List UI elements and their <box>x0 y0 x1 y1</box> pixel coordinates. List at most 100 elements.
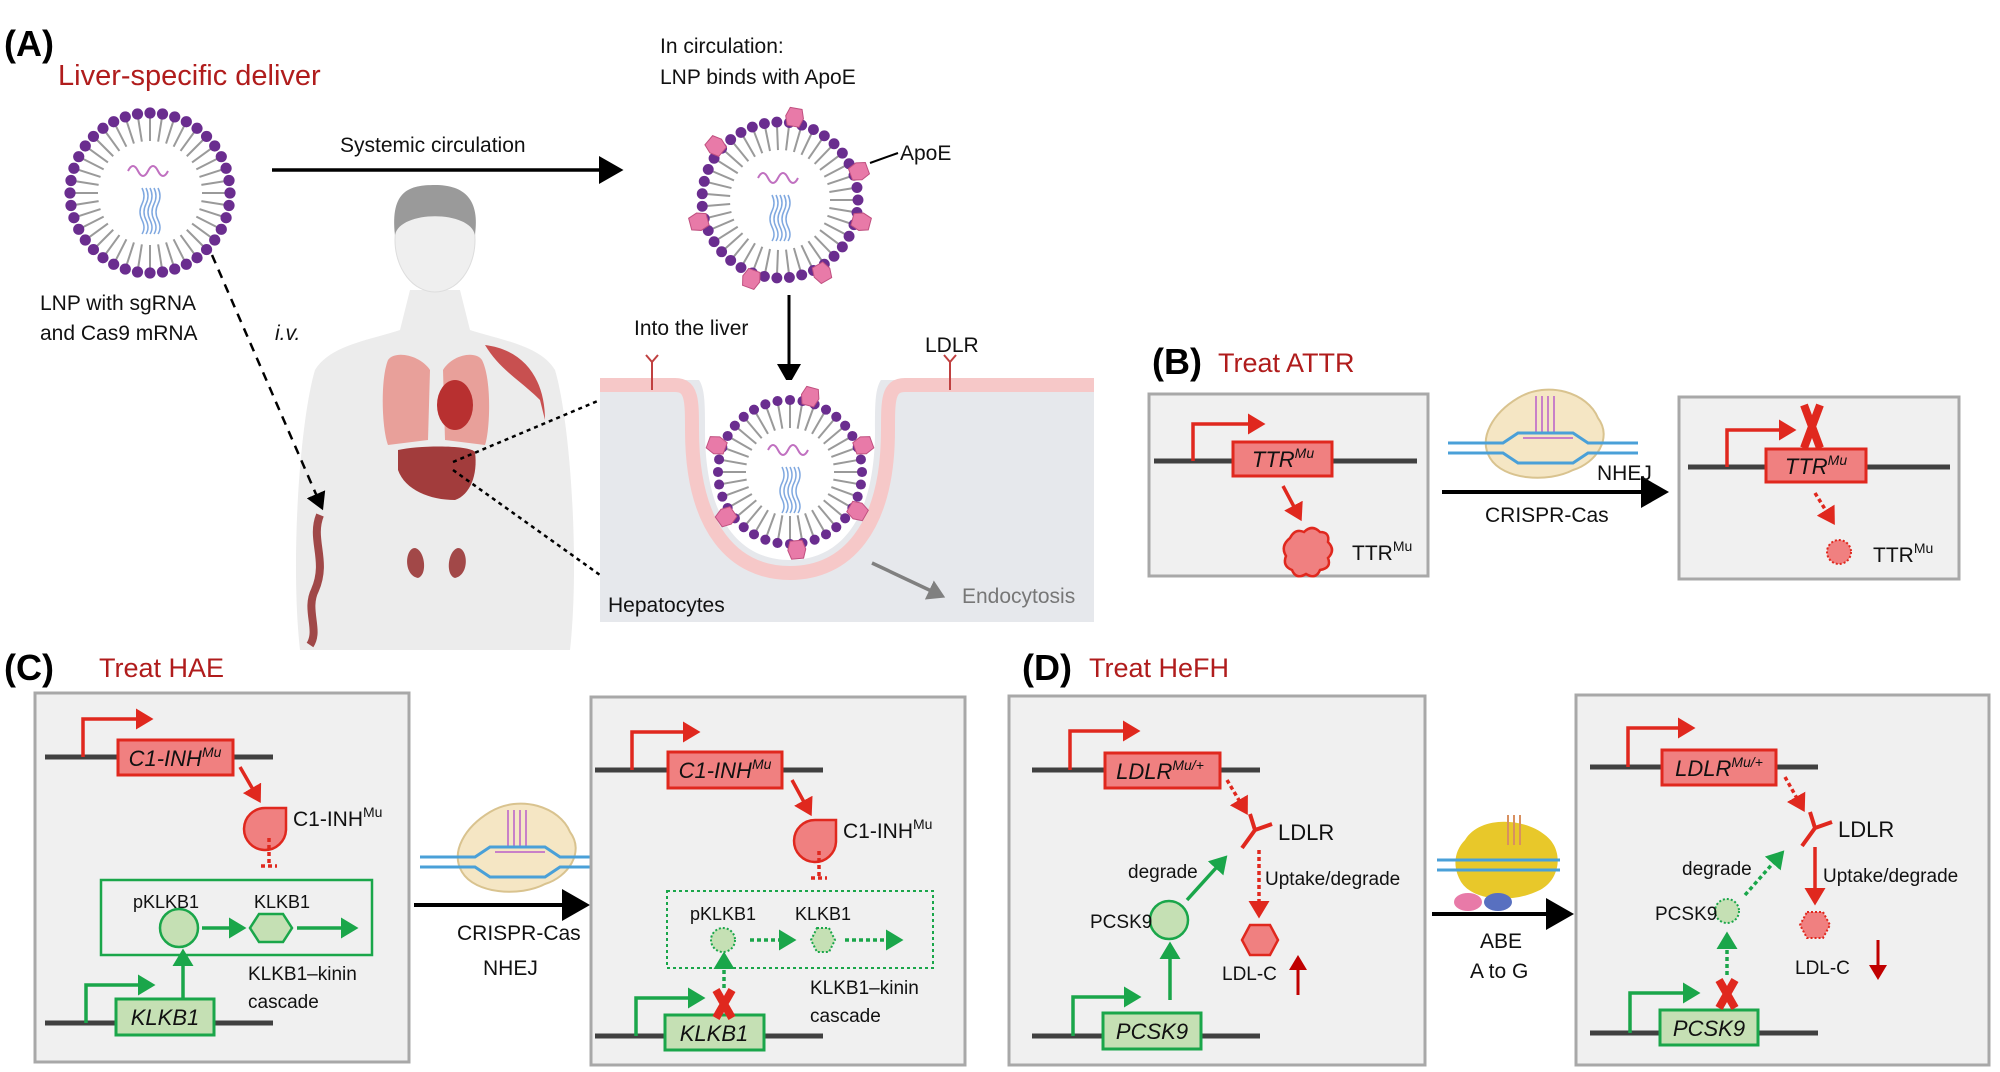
circulation-note-line1: In circulation: <box>660 35 784 58</box>
klkb1-reduced-icon <box>809 927 837 953</box>
lipid-head <box>68 212 80 224</box>
method-line2: NHEJ <box>483 957 538 980</box>
lipid-head <box>783 271 795 283</box>
hepatocyte-panel: Hepatocytes Endocytosis <box>600 354 1094 622</box>
lipid-tail <box>755 412 769 435</box>
lipid-head <box>855 479 866 490</box>
ldlr-receptor-label: LDLR <box>1278 820 1334 845</box>
pcsk9-gene-label: PCSK9 <box>1673 1016 1745 1041</box>
lipid-tail <box>807 240 823 262</box>
panel-label: (D) <box>1022 647 1072 688</box>
lipid-tail <box>827 437 850 451</box>
apoe-pointer <box>869 152 899 164</box>
lipid-head <box>68 162 80 174</box>
sgrna-icon <box>151 187 157 235</box>
ttr-mutant-gene <box>1764 447 1868 484</box>
lipid-tail <box>737 499 757 517</box>
method-line2: A to G <box>1470 960 1528 983</box>
lipid-tail <box>87 222 109 239</box>
circulation-note-line2: LNP binds with ApoE <box>660 66 856 89</box>
lipid-head <box>200 243 213 256</box>
lipid-tail <box>186 138 205 157</box>
panel-title: Liver-specific deliver <box>58 60 321 92</box>
lipid-head <box>696 188 708 200</box>
lipid-tail <box>796 404 803 429</box>
lipid-head <box>79 234 91 246</box>
lipid-head <box>712 466 724 478</box>
ttr-gene-label: TTRMu <box>1252 445 1314 472</box>
lipid-tail <box>722 478 747 485</box>
lipid-head <box>223 174 235 187</box>
ldlc-label: LDL-C <box>1222 964 1277 985</box>
lipid-head <box>836 147 848 159</box>
lipid-head <box>714 454 725 465</box>
ldlr-receptor-label: LDLR <box>1838 817 1894 842</box>
lipid-head <box>696 200 708 212</box>
sgrna-icon <box>773 194 779 242</box>
lipid-tail <box>104 234 121 256</box>
lipid-head <box>131 108 144 120</box>
after-box <box>1574 693 1991 1067</box>
lipid-tail <box>807 138 823 160</box>
lipid-head <box>73 151 85 163</box>
apoe-icon <box>705 436 728 455</box>
expression-arrow <box>1281 485 1303 522</box>
lipid-tail <box>819 229 840 246</box>
promoter-arrow <box>1071 986 1142 1036</box>
lipid-tail <box>157 244 163 269</box>
inhibition-line <box>811 851 827 880</box>
lipid-head <box>820 404 832 415</box>
lipid-tail <box>800 132 813 156</box>
lipid-tail <box>829 207 854 213</box>
lipid-tail <box>785 249 790 274</box>
sgrna-icon <box>143 187 149 235</box>
kinin-cascade-box <box>666 890 934 969</box>
lipid-tail <box>777 515 784 540</box>
lipid-tail <box>165 120 175 144</box>
uptake-label: Uptake/degrade <box>1265 869 1400 890</box>
hepatocytes-label: Hepatocytes <box>608 594 725 617</box>
lipid-head <box>156 108 169 120</box>
lipid-head <box>831 411 842 422</box>
ldlr-receptor-icon <box>1800 811 1833 848</box>
lipid-tail <box>711 170 735 182</box>
apoe-icon <box>846 500 869 522</box>
lipid-tail <box>730 437 753 451</box>
lipid-head <box>97 122 109 134</box>
lipid-tail <box>732 142 750 162</box>
sgrna-icon <box>795 466 801 514</box>
lipid-head <box>758 118 770 130</box>
klkb1-gene-label: KLKB1 <box>680 1021 749 1046</box>
pcsk9-gene <box>1658 1008 1760 1047</box>
lipid-head <box>209 234 221 246</box>
pcsk9-reduced-icon <box>1714 898 1740 924</box>
apoe-icon <box>800 385 820 408</box>
lipid-head <box>820 529 832 540</box>
ttr-gene-label: TTRMu <box>1785 452 1847 479</box>
expression-arrow <box>790 779 813 817</box>
lipid-head <box>65 174 77 187</box>
lipid-tail <box>765 513 776 537</box>
lipid-tail <box>172 238 186 262</box>
lipid-tail <box>165 242 175 266</box>
promoter-arrow <box>1725 419 1797 467</box>
base-editor-icon <box>1437 815 1560 911</box>
lipid-tail <box>817 419 835 439</box>
sgrna-icon <box>785 194 791 242</box>
lipid-head <box>856 466 868 478</box>
lipid-tail <box>737 427 757 445</box>
lipid-head <box>191 252 203 264</box>
ldlr-mutant-gene <box>1660 748 1778 787</box>
panel-title: Treat ATTR <box>1218 348 1355 378</box>
lipid-head <box>809 534 820 545</box>
lipid-tail <box>191 222 213 239</box>
lipid-tail <box>831 447 855 458</box>
ttr-protein-label: TTRMu <box>1352 538 1412 565</box>
lipid-tail <box>732 238 750 258</box>
lipid-tail <box>81 215 105 229</box>
sgrna-icon <box>769 194 775 242</box>
lipid-head <box>771 116 783 128</box>
lipid-tail <box>186 229 205 248</box>
pklkb1-label: pKLKB1 <box>133 892 199 912</box>
apoe-icon <box>847 162 871 181</box>
